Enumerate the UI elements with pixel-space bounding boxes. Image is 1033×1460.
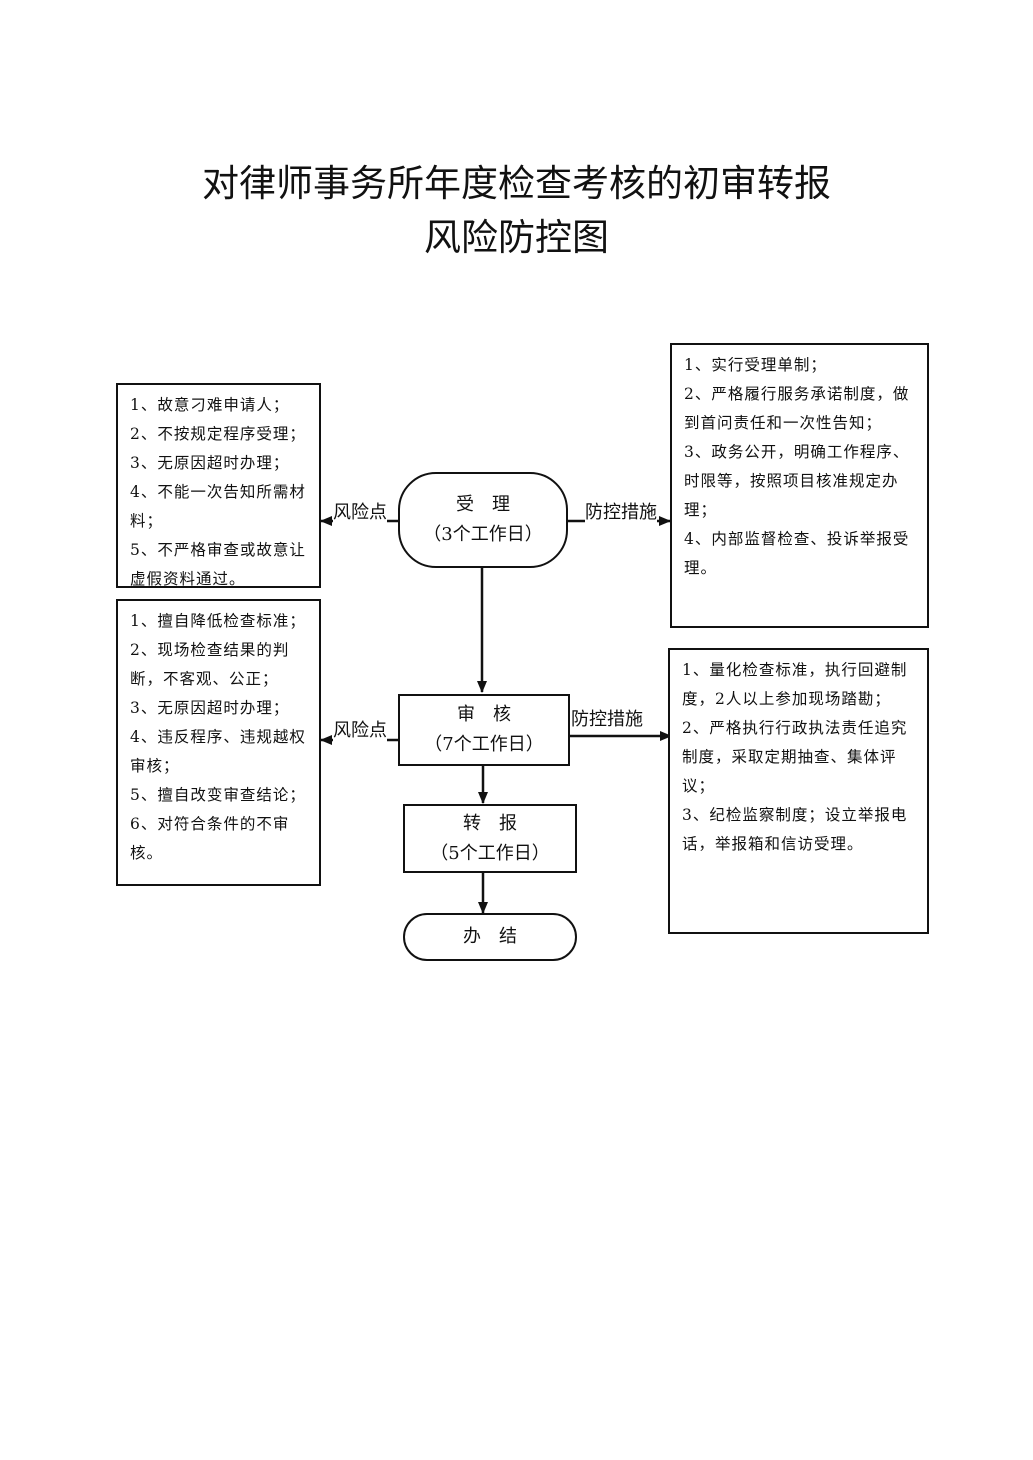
control-box-accept: 1、实行受理单制； 2、严格履行服务承诺制度，做到首问责任和一次性告知； 3、政… [670, 343, 929, 628]
list-item: 3、无原因超时办理； [130, 699, 290, 717]
node-review-name: 审核 [457, 704, 529, 725]
list-item: 1、故意刁难申请人； [130, 396, 290, 414]
list-item: 5、擅自改变审查结论； [130, 786, 306, 804]
list-item: 2、严格执行行政执法责任追究制度，采取定期抽查、集体评议； [682, 719, 908, 795]
node-finish-name: 办结 [463, 926, 535, 947]
list-item: 2、现场检查结果的判断，不客观、公正； [130, 641, 290, 688]
node-forward: 转报 （5个工作日） [403, 804, 577, 873]
node-review-days: （7个工作日） [424, 734, 544, 755]
risk-label-accept: 风险点 [333, 498, 387, 524]
list-item: 4、不能一次告知所需材料； [130, 483, 306, 530]
list-item: 1、实行受理单制； [684, 356, 827, 374]
page-subtitle: 风险防控图 [424, 216, 609, 259]
risk-box-accept: 1、故意刁难申请人； 2、不按规定程序受理； 3、无原因超时办理； 4、不能一次… [116, 383, 321, 588]
risk-label-review: 风险点 [333, 716, 387, 742]
control-label-accept: 防控措施 [585, 498, 657, 524]
list-item: 1、量化检查标准，执行回避制度，2人以上参加现场踏勘； [682, 661, 908, 708]
list-item: 6、对符合条件的不审核。 [130, 815, 290, 862]
control-box-review: 1、量化检查标准，执行回避制度，2人以上参加现场踏勘； 2、严格执行行政执法责任… [668, 648, 929, 934]
list-item: 4、内部监督检查、投诉举报受理。 [684, 530, 910, 577]
risk-box-review: 1、擅自降低检查标准； 2、现场检查结果的判断，不客观、公正； 3、无原因超时办… [116, 599, 321, 886]
list-item: 3、纪检监察制度；设立举报电话，举报箱和信访受理。 [682, 806, 908, 853]
control-label-review: 防控措施 [571, 705, 643, 731]
list-item: 1、擅自降低检查标准； [130, 612, 306, 630]
list-item: 5、不严格审查或故意让虚假资料通过。 [130, 541, 306, 588]
list-item: 3、政务公开，明确工作程序、时限等，按照项目核准规定办理； [684, 443, 910, 519]
list-item: 4、违反程序、违规越权审核； [130, 728, 306, 775]
node-accept-days: （3个工作日） [423, 524, 543, 545]
node-forward-name: 转报 [463, 812, 535, 834]
node-finish: 办结 [403, 913, 577, 961]
node-accept-name: 受理 [456, 494, 528, 515]
list-item: 2、严格履行服务承诺制度，做到首问责任和一次性告知； [684, 385, 910, 432]
page-title: 对律师事务所年度检查考核的初审转报 [202, 162, 831, 205]
node-review: 审核 （7个工作日） [398, 694, 570, 766]
list-item: 3、无原因超时办理； [130, 454, 290, 472]
list-item: 2、不按规定程序受理； [130, 425, 306, 443]
node-forward-days: （5个工作日） [430, 842, 550, 864]
node-accept: 受理 （3个工作日） [398, 472, 568, 568]
